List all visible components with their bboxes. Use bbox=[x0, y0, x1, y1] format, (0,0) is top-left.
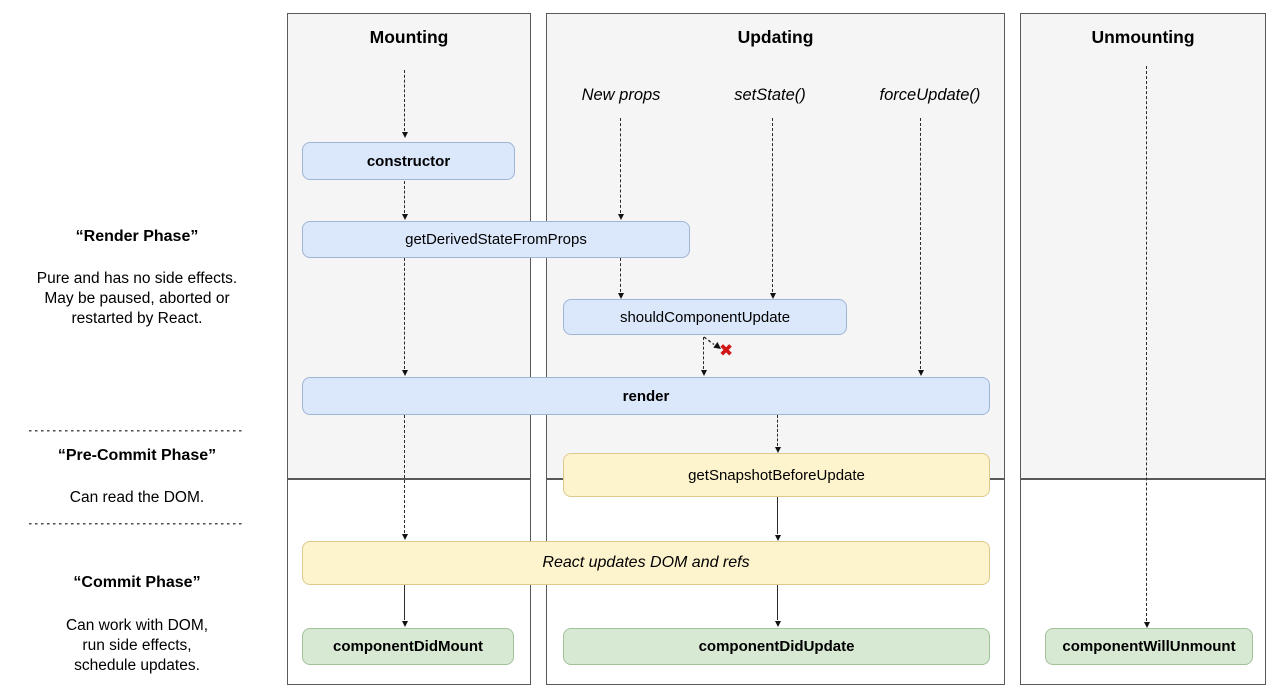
arrow-constructor-to-getderivedstate bbox=[402, 181, 408, 220]
unmounting-column-title: Unmounting bbox=[1091, 27, 1195, 47]
arrow-render-to-reactupdates-mounting bbox=[402, 415, 408, 540]
node-component-did-mount: componentDidMount bbox=[302, 628, 514, 665]
mounting-column-title: Mounting bbox=[369, 27, 449, 47]
node-get-derived-state-from-props: getDerivedStateFromProps bbox=[302, 221, 690, 258]
commit-phase-description: Can work with DOM, run side effects, sch… bbox=[65, 617, 209, 674]
phase-divider bbox=[29, 523, 243, 525]
arrow-setstate-to-shouldupdate bbox=[770, 118, 776, 299]
arrow-getderivedstate-to-shouldupdate bbox=[618, 258, 624, 299]
render-phase-description: Pure and has no side effects. May be pau… bbox=[36, 270, 238, 327]
arrow-forceupdate-to-render bbox=[918, 118, 924, 376]
pre-commit-phase-title: “Pre-Commit Phase” bbox=[57, 447, 217, 464]
render-phase-title: “Render Phase” bbox=[75, 228, 199, 245]
set-state-label: setState() bbox=[734, 86, 806, 104]
arrow-unmount-to-willunmount bbox=[1144, 66, 1150, 628]
arrow-newprops-to-getderivedstate bbox=[618, 118, 624, 220]
arrow-getderivedstate-to-render bbox=[402, 258, 408, 376]
arrow-render-to-getsnapshot bbox=[775, 415, 781, 453]
arrow-reactupdates-to-didmount bbox=[402, 585, 408, 627]
node-component-did-update: componentDidUpdate bbox=[563, 628, 990, 665]
node-render: render bbox=[302, 377, 990, 415]
phase-divider bbox=[29, 430, 243, 432]
node-react-updates-dom: React updates DOM and refs bbox=[302, 541, 990, 585]
arrow-mount-start-to-constructor bbox=[402, 70, 408, 138]
node-should-component-update: shouldComponentUpdate bbox=[563, 299, 847, 335]
pre-commit-phase-description: Can read the DOM. bbox=[69, 489, 205, 506]
updating-column-title: Updating bbox=[737, 27, 814, 47]
arrow-shouldupdate-to-render bbox=[701, 337, 707, 376]
arrow-shouldupdate-cancel-branch bbox=[703, 336, 721, 349]
force-update-label: forceUpdate() bbox=[879, 86, 981, 104]
commit-phase-title: “Commit Phase” bbox=[73, 574, 201, 591]
node-constructor: constructor bbox=[302, 142, 515, 180]
unmounting-column-render-section bbox=[1020, 13, 1266, 479]
node-get-snapshot-before-update: getSnapshotBeforeUpdate bbox=[563, 453, 990, 497]
arrow-getsnapshot-to-reactupdates bbox=[775, 497, 781, 541]
arrow-reactupdates-to-didupdate bbox=[775, 585, 781, 627]
new-props-label: New props bbox=[581, 86, 661, 104]
cancel-icon: ✖ bbox=[719, 341, 734, 360]
node-component-will-unmount: componentWillUnmount bbox=[1045, 628, 1253, 665]
